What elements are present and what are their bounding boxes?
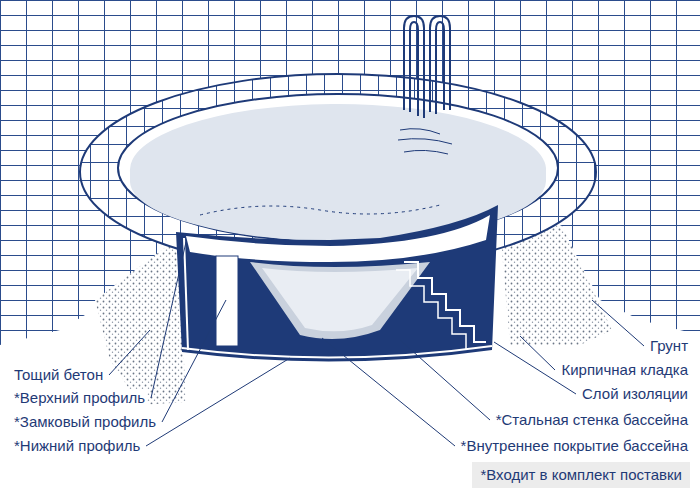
part-label: *Внутреннее покрытие бассейна [459, 437, 690, 455]
part-label: *Верхний профиль [12, 389, 147, 407]
part-label: *Нижний профиль [12, 437, 142, 455]
pool-ladder [398, 16, 452, 154]
part-label: Грунт [648, 337, 690, 355]
leader-line [592, 300, 644, 346]
part-label: Кирпичная кладка [559, 361, 690, 379]
leader-line [146, 358, 290, 446]
pool-wall-cut [176, 205, 498, 362]
inner-liner [250, 262, 430, 339]
footnote: *Входит в комплект поставки [472, 462, 690, 488]
part-label: *Замковый профиль [12, 413, 158, 431]
leader-line [151, 242, 186, 398]
water-surface [186, 215, 490, 262]
part-label: Тощий бетон [12, 366, 105, 384]
leader-line [322, 338, 455, 446]
leader-line [520, 336, 555, 370]
pool-stairs [404, 262, 486, 342]
leader-line [162, 300, 226, 422]
wall-profile [216, 256, 238, 346]
part-label: *Стальная стенка бассейна [494, 411, 690, 429]
part-label: Слой изоляции [580, 385, 690, 403]
ground-left [95, 238, 186, 405]
pool-floor [262, 268, 418, 331]
leader-line [400, 340, 490, 420]
leader-line [109, 330, 150, 375]
